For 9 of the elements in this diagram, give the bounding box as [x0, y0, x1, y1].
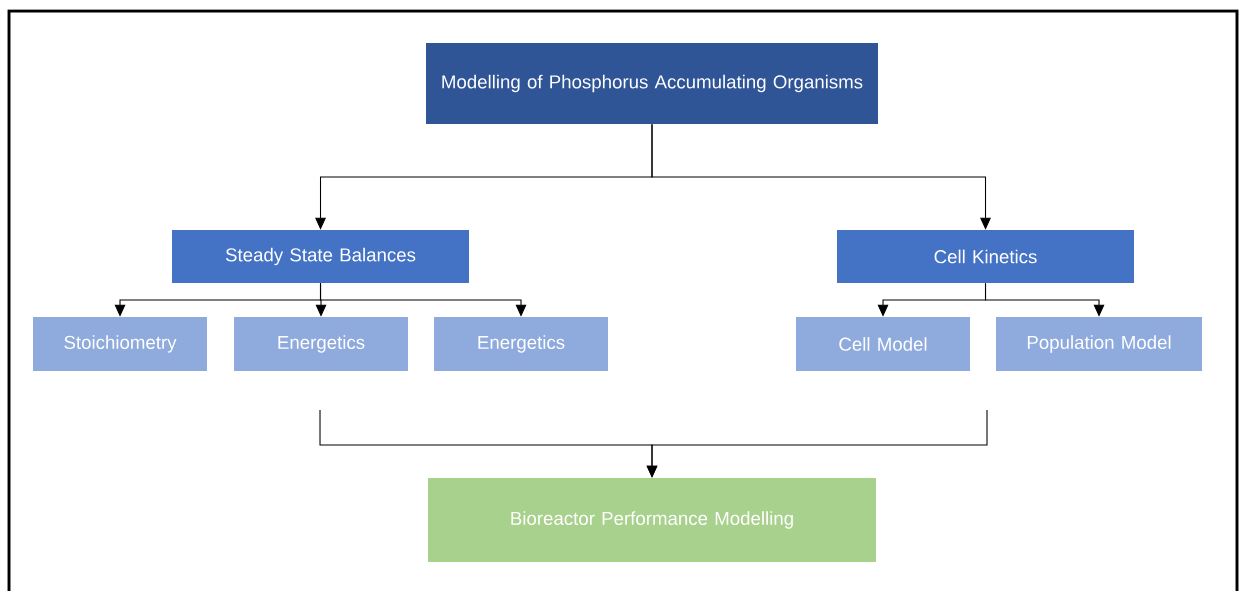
- category-box: Steady State Balances: [172, 230, 469, 283]
- topic-box: Cell Model: [796, 317, 970, 371]
- topic-box: Stoichiometry: [33, 317, 207, 371]
- topic-box: Energetics: [434, 317, 608, 371]
- topic-box: Population Model: [996, 317, 1202, 371]
- result-box: Bioreactor Performance Modelling: [428, 478, 876, 562]
- title-box: Modelling of Phosphorus Accumulating Organisms: [426, 43, 878, 124]
- category-box: Cell Kinetics: [837, 230, 1134, 283]
- topic-box: Energetics: [234, 317, 408, 371]
